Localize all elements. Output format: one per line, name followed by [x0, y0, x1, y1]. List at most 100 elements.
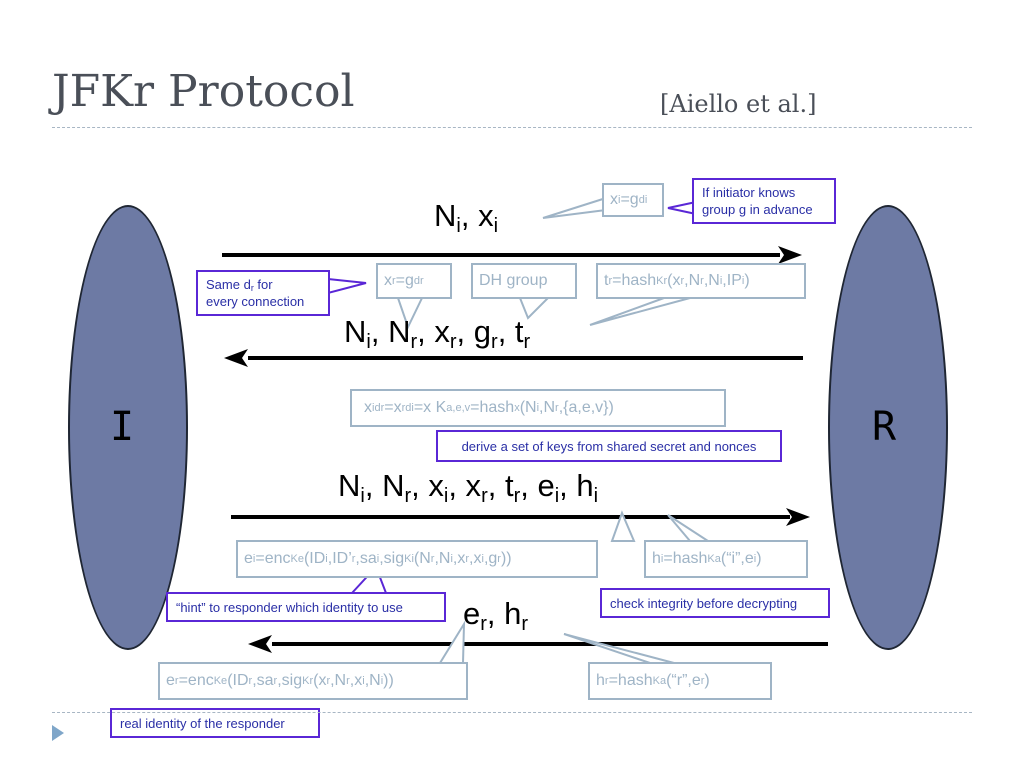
text-run: , e [520, 468, 555, 503]
title-divider [52, 127, 972, 128]
text-run: , x [448, 468, 482, 503]
text-run: (x [667, 272, 681, 289]
text-run: ,{a,e,v}) [558, 399, 614, 416]
text-run: ,N [539, 399, 556, 416]
text-run: N [338, 468, 361, 503]
subscript: r [523, 331, 531, 353]
text-run: (N [413, 550, 431, 567]
text-run: , t [487, 468, 514, 503]
text-run: ) [756, 550, 762, 567]
text-run: h [652, 550, 661, 567]
text-run: ,IP [722, 272, 742, 289]
subscript: i [443, 485, 449, 507]
text-run: for [253, 277, 273, 292]
text-run: x [384, 272, 392, 289]
message-2: Ni, Nr, xr, gr, tr [344, 314, 530, 352]
subscript: r [480, 613, 487, 635]
text-run: , g [456, 314, 492, 349]
text-run: , h [559, 468, 594, 503]
text-run: h [596, 672, 605, 689]
responder-ellipse [828, 205, 948, 650]
text-run: (N [519, 399, 537, 416]
subscript: r [491, 331, 498, 353]
note-group-in-advance: If initiator knows group g in advance [692, 178, 836, 224]
pointer-ei [610, 510, 636, 542]
message-3: Ni, Nr, xi, xr, tr, ei, hi [338, 468, 598, 506]
arrowhead-left-2 [224, 349, 248, 367]
text-run: =g [620, 191, 639, 208]
text-run: ,N [364, 672, 381, 689]
note-line: real identity of the responder [120, 715, 285, 731]
text-run: ) [704, 672, 710, 689]
text-run: DH group [479, 272, 548, 289]
text-run: , N [370, 314, 411, 349]
subscript: i [360, 485, 365, 507]
initiator-label: I [110, 404, 135, 450]
text-run: (“r”,e [666, 672, 701, 689]
text-run: ,x [349, 672, 363, 689]
text-run: t [604, 272, 609, 289]
text-run: (“i”,e [720, 550, 754, 567]
arrowhead-right-1 [778, 246, 802, 264]
text-run: e [244, 550, 253, 567]
citation: [Aiello et al.] [660, 90, 817, 118]
text-run: =hash [663, 550, 708, 567]
responder-label: R [872, 404, 897, 450]
text-run: =enc [178, 672, 214, 689]
subscript: r [410, 331, 418, 353]
arrowhead-right-3 [786, 508, 810, 526]
text-run: =enc [255, 550, 291, 567]
message-1: Ni, xi [434, 200, 498, 236]
subscript: i [493, 215, 499, 237]
text-run: , h [486, 596, 522, 631]
text-run: ,sa [252, 672, 274, 689]
note-real-identity: real identity of the responder [110, 708, 320, 738]
note-same-dr: Same dr for every connection [196, 270, 330, 316]
text-run: =hash [612, 272, 657, 289]
note-line: “hint” to responder which identity to us… [176, 599, 403, 615]
text-run: (x [313, 672, 327, 689]
pointer-xi [542, 196, 607, 219]
text-run: , t [497, 314, 524, 349]
text-run: ,sa [355, 550, 377, 567]
text-run: x [364, 399, 372, 416]
pointer-note-same-dr [327, 277, 367, 295]
arrowhead-left-4 [248, 635, 272, 653]
note-line: every connection [206, 294, 305, 309]
text-run: N [344, 314, 367, 349]
page-title: JFKr Protocol [52, 66, 355, 117]
subscript: r [449, 331, 457, 353]
message-4: er, hr [463, 596, 528, 634]
text-run: =x [384, 399, 402, 416]
text-run: ,g [483, 550, 498, 567]
text-run: )) [383, 672, 394, 689]
subscript: r [250, 283, 254, 293]
note-line: group g in advance [702, 202, 813, 217]
footer-divider [52, 712, 972, 713]
text-run: , N [364, 468, 405, 503]
callout-dh-group: DH group [471, 263, 577, 299]
text-run: ,x [452, 550, 466, 567]
text-run: , x [411, 468, 444, 503]
subscript: i [366, 331, 371, 353]
text-run: Same d [206, 277, 251, 292]
text-run: (ID [227, 672, 249, 689]
note-line: If initiator knows [702, 185, 796, 200]
text-run: (ID [303, 550, 326, 567]
subscript: r [513, 485, 521, 507]
initiator-ellipse [68, 205, 188, 650]
pointer-dh [518, 297, 551, 320]
text-run: ,sig [277, 672, 303, 689]
text-run: ,N [330, 672, 347, 689]
text-run: ) [744, 272, 750, 289]
subscript: i [593, 485, 599, 507]
note-line: Same dr for [206, 276, 320, 293]
text-run: ,ID’ [327, 550, 352, 567]
